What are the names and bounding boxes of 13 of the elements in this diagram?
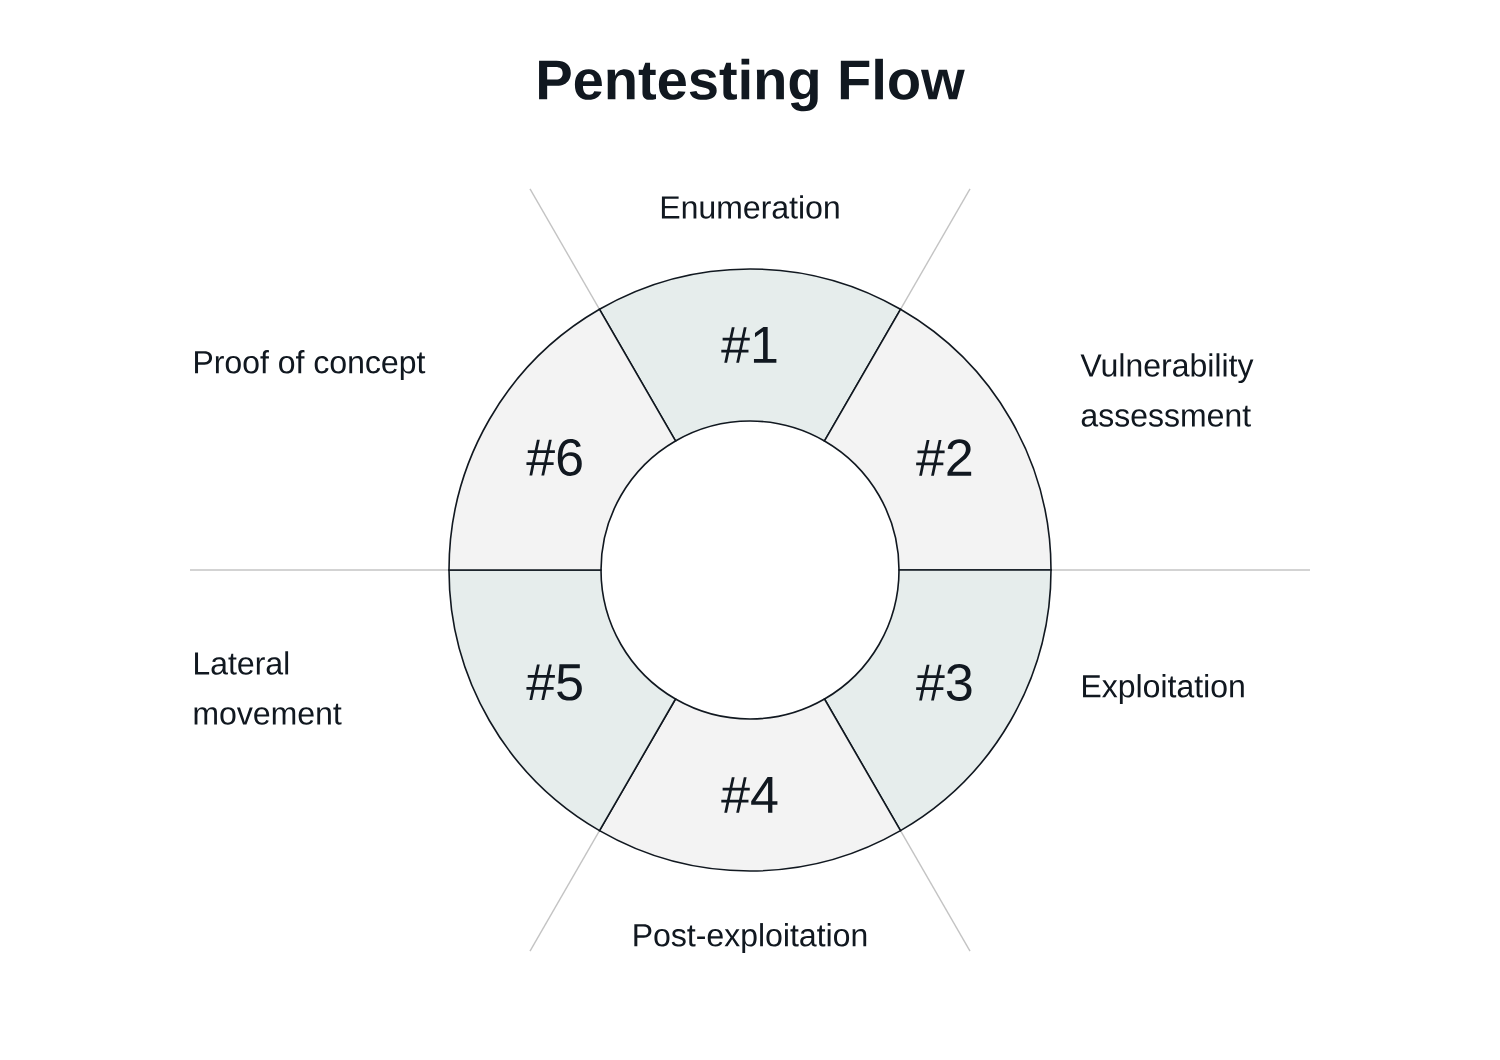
ring-segment: #6: [448, 308, 677, 571]
stage-label: Enumeration: [661, 195, 839, 219]
stage-label: Vulnerability assessment: [1080, 353, 1254, 427]
stage-label: Lateral movement: [194, 651, 342, 725]
ring-segment: #2: [823, 308, 1052, 571]
ring-segment: #3: [823, 569, 1052, 832]
ring-segment: #5: [448, 569, 677, 832]
ring-segment: #4: [598, 698, 902, 872]
stage-label: Proof of concept: [195, 350, 426, 380]
stage-label: Exploitation: [1083, 674, 1244, 704]
diagram-title: Pentesting Flow: [539, 58, 965, 112]
stage-label: Post-exploitation: [634, 923, 867, 953]
ring-segment: #1: [598, 268, 902, 442]
